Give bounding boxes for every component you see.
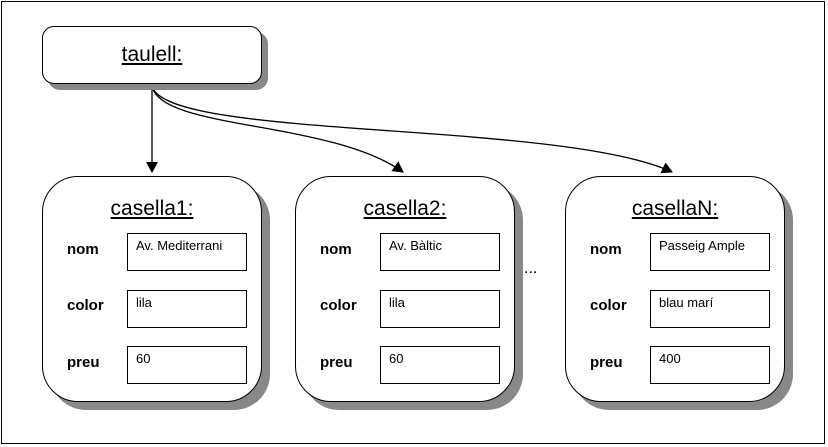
casella2-nom-label: nom	[320, 241, 352, 258]
casella1-nom-value: Av. Mediterrani	[127, 233, 247, 271]
casella2-preu-value: 60	[380, 346, 500, 384]
casella2-preu-label: preu	[320, 354, 353, 371]
casellaN-color-label: color	[590, 297, 627, 314]
casella2-color-label: color	[320, 297, 357, 314]
arrow-to-casella2	[151, 85, 404, 173]
casella1-color-label: color	[67, 297, 104, 314]
ellipsis: ...	[524, 260, 538, 277]
casella2-nom-value: Av. Bàltic	[380, 233, 500, 271]
casellaN-nom-label: nom	[590, 241, 622, 258]
casella1-color-value: lila	[127, 290, 247, 328]
taulell-object: taulell:	[42, 26, 262, 84]
casella1-preu-value: 60	[127, 346, 247, 384]
casellaN-nom-value: Passeig Ample	[650, 233, 770, 271]
casella2-title: casella2:	[363, 197, 447, 220]
casellaN-title: casellaN:	[631, 197, 719, 220]
casella1-title: casella1:	[110, 197, 194, 220]
arrow-to-casellaN	[151, 85, 673, 174]
casella2-object: casella2: nom Av. Bàltic color lila preu…	[295, 176, 515, 402]
casellaN-object: casellaN: nom Passeig Ample color blau m…	[565, 176, 785, 402]
casella1-nom-label: nom	[67, 241, 99, 258]
casella1-object: casella1: nom Av. Mediterrani color lila…	[42, 176, 262, 402]
taulell-title: taulell:	[121, 43, 183, 66]
casellaN-color-value: blau marí	[650, 290, 770, 328]
casellaN-preu-value: 400	[650, 346, 770, 384]
casella2-color-value: lila	[380, 290, 500, 328]
casellaN-preu-label: preu	[590, 354, 623, 371]
casella1-preu-label: preu	[67, 354, 100, 371]
